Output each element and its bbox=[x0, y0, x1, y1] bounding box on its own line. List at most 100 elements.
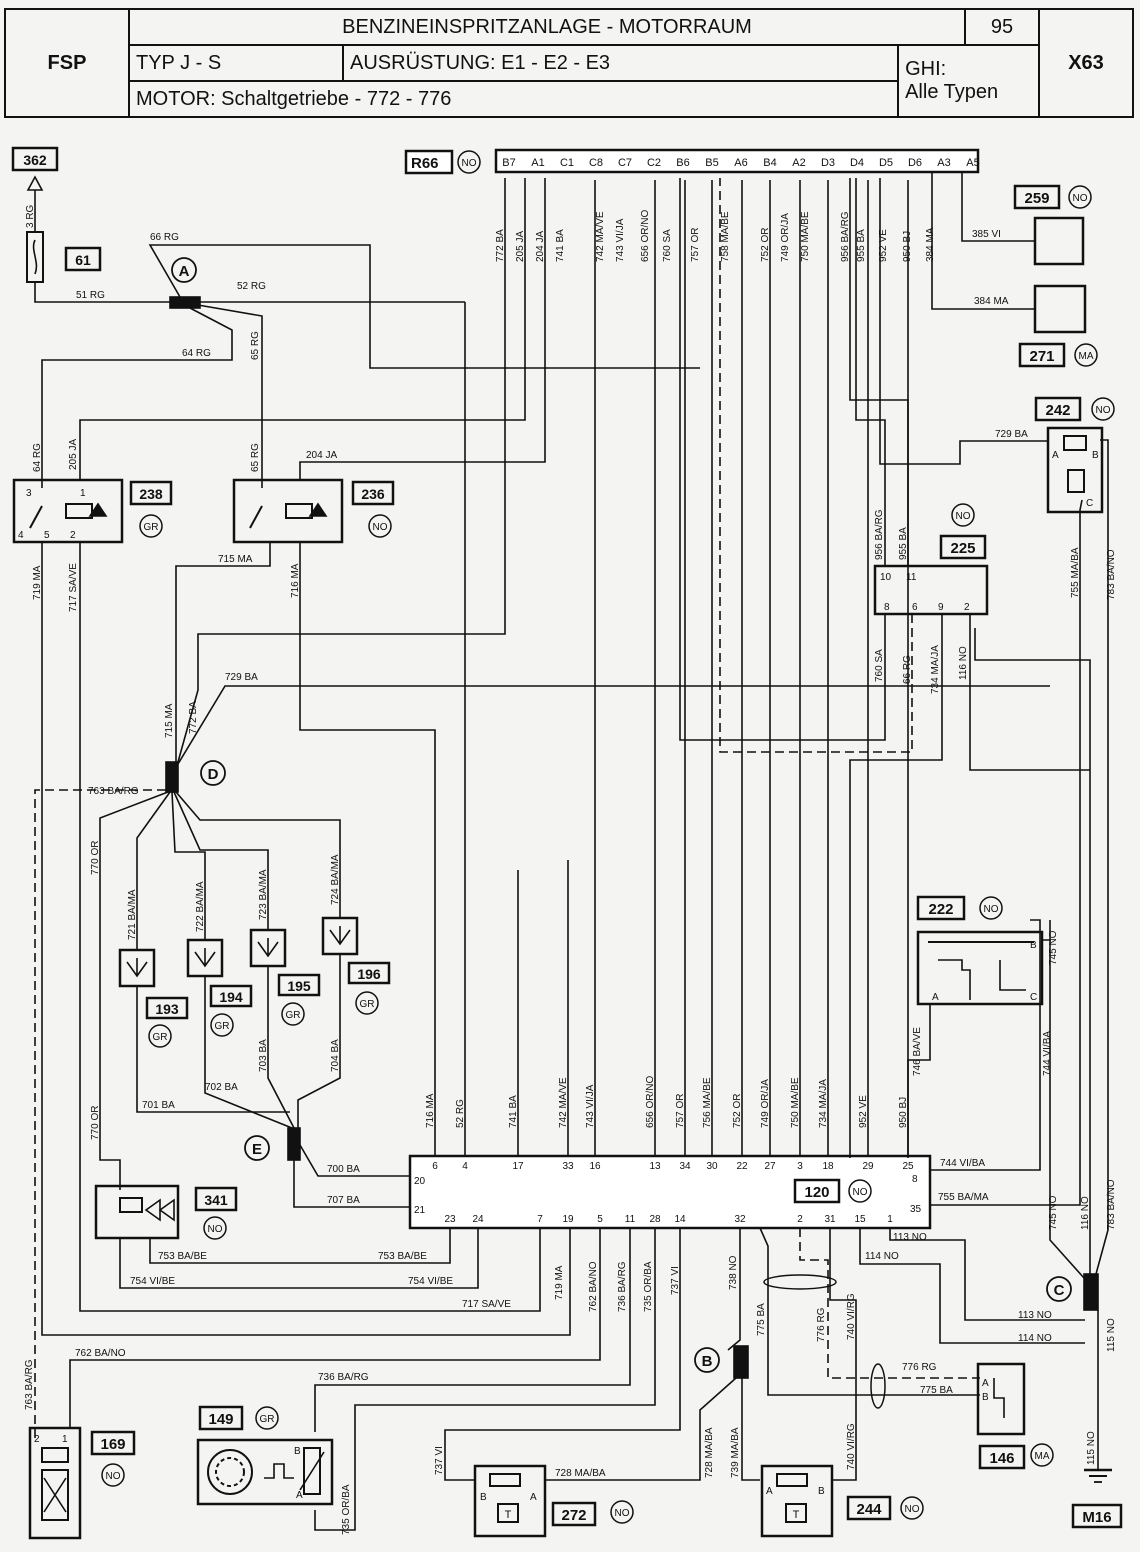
r66-pin-b7: B7 bbox=[502, 157, 515, 169]
color-259: NO bbox=[1073, 193, 1088, 204]
label-244: 244 bbox=[856, 1501, 882, 1518]
pin-222-c: C bbox=[1030, 992, 1037, 1003]
relay-238: 64 RG 205 JA 3 1 4 5 2 238 GR 719 MA 717… bbox=[12, 178, 571, 1336]
ecu-pin-top: 6 bbox=[432, 1161, 438, 1172]
pin-272-a: A bbox=[530, 1492, 537, 1503]
pin-244-b: B bbox=[818, 1486, 825, 1497]
pin-225-8: 8 bbox=[884, 602, 890, 613]
label-194: 194 bbox=[219, 989, 243, 1005]
pin-5: 5 bbox=[44, 530, 50, 541]
ecu-top-wire-label: 952 VE bbox=[858, 1095, 869, 1128]
pin-244-t: T bbox=[793, 1509, 800, 1521]
r66-wire-label: 760 SA bbox=[662, 229, 673, 262]
color-341: NO bbox=[208, 1224, 223, 1235]
pin-4: 4 bbox=[18, 530, 24, 541]
wire-label-700: 700 BA bbox=[327, 1164, 360, 1175]
ecu-right-wires: 744 VI/BA 755 BA/MA 113 NO 114 NO 113 NO… bbox=[859, 499, 1085, 1344]
ecu-top-wire-label: 749 OR/JA bbox=[760, 1079, 771, 1128]
label-236: 236 bbox=[361, 486, 385, 502]
color-244: NO bbox=[905, 1504, 920, 1515]
ecu-pin-top: 22 bbox=[736, 1161, 748, 1172]
r66-pin-b6: B6 bbox=[676, 157, 689, 169]
ecu-pin-top: 25 bbox=[902, 1161, 914, 1172]
r66-wire-label: 956 BA/RG bbox=[840, 211, 851, 262]
ghi-label: GHI: bbox=[897, 44, 1040, 81]
ecu-pin-35: 35 bbox=[910, 1204, 922, 1215]
pin-149-a: A bbox=[296, 1490, 303, 1501]
logo: FSP bbox=[4, 8, 130, 118]
pin-149-b: B bbox=[294, 1446, 301, 1457]
wire-label-735b: 735 OR/BA bbox=[341, 1484, 352, 1535]
wire-label-770or-b: 770 OR bbox=[90, 1106, 101, 1140]
wire-label-384: 384 MA bbox=[974, 296, 1009, 307]
wire-label-737: 737 VI bbox=[670, 1266, 681, 1295]
pin-3: 3 bbox=[26, 488, 32, 499]
label-120: 120 bbox=[804, 1184, 829, 1201]
wire-label-745b: 745 NO bbox=[1048, 1195, 1059, 1230]
wire-label-113b: 113 NO bbox=[1018, 1310, 1052, 1321]
wire-label-385: 385 VI bbox=[972, 229, 1001, 240]
wire-label-51rg: 51 RG bbox=[76, 290, 105, 301]
diagram-title: BENZINEINSPRITZANLAGE - MOTORRAUM bbox=[128, 8, 966, 46]
type-field: TYP J - S bbox=[128, 44, 344, 82]
wire-label-65rg: 65 RG bbox=[250, 331, 261, 360]
motor-field: MOTOR: Schaltgetriebe - 772 - 776 bbox=[127, 80, 900, 118]
ecu-pin-top: 33 bbox=[562, 1161, 574, 1172]
wire-label-729ba: 729 BA bbox=[225, 672, 258, 683]
ecu-pin-top: 30 bbox=[706, 1161, 718, 1172]
color-242: NO bbox=[1096, 405, 1111, 416]
wire-label-740b: 740 VI/RG bbox=[846, 1423, 857, 1470]
r66-wire-label: 758 MA/BE bbox=[720, 211, 731, 262]
splice-b: B 728 MA/BA 739 MA/BA 728 MA/BA bbox=[545, 1345, 760, 1481]
splice-b-label: B bbox=[702, 1353, 713, 1370]
equipment-field: AUSRÜSTUNG: E1 - E2 - E3 bbox=[341, 44, 900, 82]
wire-label-775: 775 BA bbox=[756, 1303, 767, 1336]
label-m16: M16 bbox=[1082, 1509, 1111, 1526]
component-341: 770 OR 341 NO 753 BA/BE 753 BA/BE 754 VI… bbox=[90, 1106, 511, 1310]
ecu-pin-top: 18 bbox=[822, 1161, 834, 1172]
pin-225-2: 2 bbox=[964, 602, 970, 613]
ecu-pin-top: 13 bbox=[649, 1161, 661, 1172]
ecu-pin-bottom: 28 bbox=[649, 1214, 661, 1225]
ecu-top-wire-label: 716 MA bbox=[425, 1093, 436, 1128]
ecu-top-wire-label: 734 MA/JA bbox=[818, 1079, 829, 1128]
wire-label-716ma: 716 MA bbox=[290, 563, 301, 598]
label-222: 222 bbox=[928, 901, 953, 918]
color-194: GR bbox=[215, 1021, 230, 1032]
label-259: 259 bbox=[1024, 190, 1049, 207]
color-120: NO bbox=[853, 1187, 868, 1198]
component-244: T A B 244 NO 740 VI/RG bbox=[760, 1423, 924, 1538]
r66-pin-b4: B4 bbox=[763, 157, 776, 169]
ecu-pin-20: 20 bbox=[414, 1176, 426, 1187]
wire-label-772ba: 772 BA bbox=[188, 701, 199, 734]
color-271: MA bbox=[1079, 351, 1094, 362]
label-225: 225 bbox=[950, 540, 975, 557]
pin-222-b: B bbox=[1030, 940, 1037, 951]
r66-wire-label: 204 JA bbox=[535, 231, 546, 262]
color-195: GR bbox=[286, 1010, 301, 1021]
pin-225-6: 6 bbox=[912, 602, 918, 613]
wire-label-770or: 770 OR bbox=[90, 841, 101, 875]
wire-label-760: 760 SA bbox=[874, 649, 885, 682]
r66-wire-label: 742 MA/VE bbox=[595, 211, 606, 262]
pin-2: 2 bbox=[70, 530, 76, 541]
wire-label-721: 721 BA/MA bbox=[127, 889, 138, 940]
pin-225-11: 11 bbox=[906, 572, 917, 583]
splice-a: A 52 RG 66 RG 64 RG 65 RG bbox=[41, 232, 700, 1158]
pin-1: 1 bbox=[80, 488, 86, 499]
wire-label-776: 776 RG bbox=[816, 1307, 827, 1342]
wire-label-719b: 719 MA bbox=[554, 1265, 565, 1300]
color-149: GR bbox=[260, 1414, 275, 1425]
ground-m16: M16 bbox=[1071, 1468, 1123, 1529]
wire-label-717save: 717 SA/VE bbox=[68, 563, 79, 612]
pin-272-t: T bbox=[505, 1509, 512, 1521]
label-272: 272 bbox=[561, 1507, 586, 1524]
label-169: 169 bbox=[100, 1436, 125, 1453]
wire-label-762: 762 BA/NO bbox=[588, 1261, 599, 1312]
label-195: 195 bbox=[287, 978, 311, 994]
color-225: NO bbox=[956, 511, 971, 522]
fuse-61: 61 51 RG bbox=[26, 231, 170, 303]
pin-225-9: 9 bbox=[938, 602, 944, 613]
